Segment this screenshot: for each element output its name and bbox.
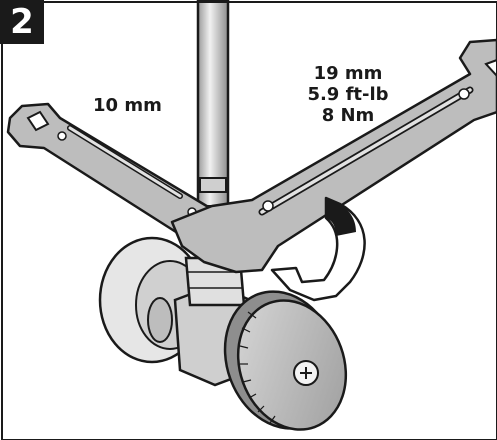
torque-metric-text: 8 Nm — [321, 105, 375, 126]
large-wrench-label: 19 mm 5.9 ft-lb 8 Nm — [300, 63, 396, 126]
supply-tube — [196, 0, 230, 212]
small-wrench-label: 10 mm — [93, 95, 162, 116]
torque-imperial-text: 5.9 ft-lb — [307, 84, 389, 105]
step-number-badge: 2 — [0, 0, 44, 44]
rotation-arrow — [270, 196, 366, 302]
shutoff-knob — [223, 290, 348, 431]
large-wrench — [170, 38, 497, 274]
wrench-size-text: 19 mm — [313, 63, 383, 84]
